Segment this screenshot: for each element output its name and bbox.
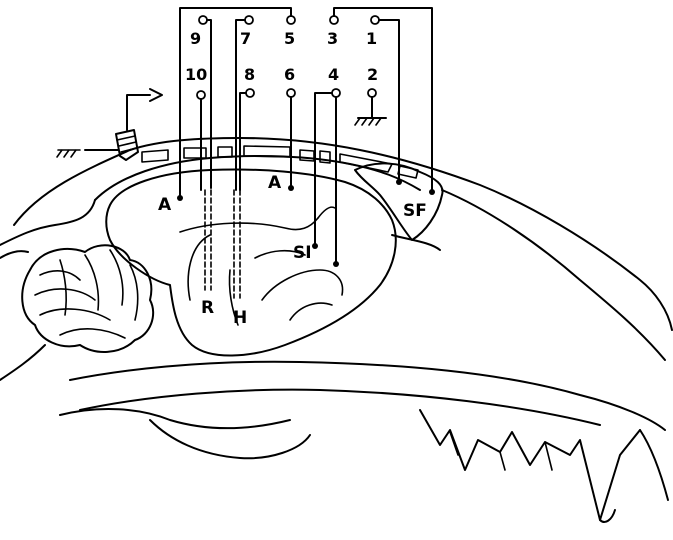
region-label-A-left: A xyxy=(158,195,172,215)
electrode-tip-SI-1 xyxy=(312,243,318,249)
electrode-label-6: 6 xyxy=(284,65,295,84)
region-label-SF: SF xyxy=(403,201,427,221)
terminal-2 xyxy=(368,89,376,97)
electrode-label-8: 8 xyxy=(244,65,255,84)
region-label-SI: SI xyxy=(293,243,312,263)
teeth xyxy=(420,410,668,522)
brain xyxy=(106,170,440,356)
wire-8 xyxy=(240,93,246,190)
skull-screw xyxy=(57,89,162,160)
sulcus-4 xyxy=(262,270,343,300)
sulcus-1 xyxy=(180,218,318,232)
occipital-outline xyxy=(0,200,95,245)
terminal-8 xyxy=(246,89,254,97)
deep-electrode-H xyxy=(234,190,240,298)
terminal-1 xyxy=(371,16,379,24)
cerebellum xyxy=(22,245,153,352)
electrode-label-4: 4 xyxy=(328,65,339,84)
electrode-label-5: 5 xyxy=(284,29,295,48)
electrode-label-2: 2 xyxy=(367,65,378,84)
region-label-A-right: A xyxy=(268,173,282,193)
arrow-right-icon xyxy=(150,89,162,101)
skull-base-inner xyxy=(80,390,600,425)
skull-top xyxy=(14,138,672,330)
terminal-3 xyxy=(330,16,338,24)
electrode-tip-SF-2 xyxy=(429,189,435,195)
terminal-4 xyxy=(332,89,340,97)
sulcus-2 xyxy=(188,235,210,300)
electrode-label-7: 7 xyxy=(240,29,251,48)
terminal-9 xyxy=(199,16,207,24)
electrode-tip-A-left xyxy=(177,195,183,201)
cerebellum-outline xyxy=(22,245,153,352)
terminal-5 xyxy=(287,16,295,24)
region-label-H: H xyxy=(233,308,247,328)
ground-symbol-screw xyxy=(57,150,80,157)
terminal-7 xyxy=(245,16,253,24)
face-outline xyxy=(442,190,665,360)
electrode-tip-A-right xyxy=(288,185,294,191)
wire-9 xyxy=(207,20,211,188)
deep-electrodes xyxy=(205,190,240,298)
electrode-label-3: 3 xyxy=(327,29,338,48)
terminal-10 xyxy=(197,91,205,99)
mandible-ramus xyxy=(150,420,310,458)
region-label-R: R xyxy=(201,298,214,318)
electrode-label-1: 1 xyxy=(366,29,377,48)
electrode-label-10: 10 xyxy=(185,65,207,84)
electrode-tip-SI-2 xyxy=(333,261,339,267)
upper-teeth xyxy=(420,410,640,520)
terminal-6 xyxy=(287,89,295,97)
electrode-label-9: 9 xyxy=(190,29,201,48)
wire-4a-to-SI xyxy=(315,93,332,244)
deep-electrode-R xyxy=(205,190,211,290)
